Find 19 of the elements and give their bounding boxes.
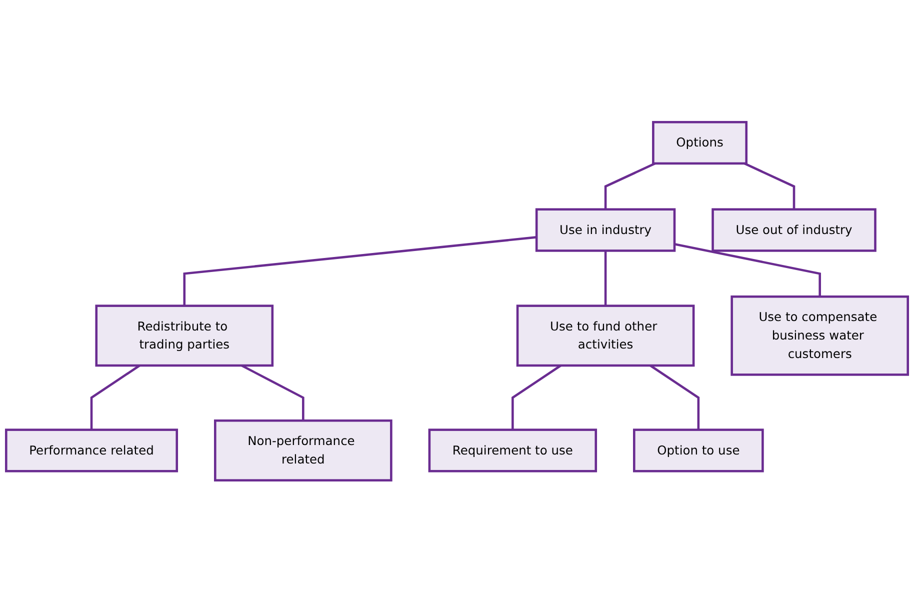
connector <box>650 364 700 430</box>
node-box: Use in industry <box>535 208 676 252</box>
node-box: Non-performance related <box>214 420 392 482</box>
connector <box>512 364 562 430</box>
connector <box>604 162 656 210</box>
node-box: Performance related <box>5 428 178 473</box>
connector <box>744 162 796 210</box>
node-box: Use out of industry <box>712 208 876 252</box>
connector <box>90 364 140 430</box>
connector <box>674 243 821 297</box>
node-box: Option to use <box>633 428 764 473</box>
node-box: Options <box>652 121 748 165</box>
connector <box>183 236 537 306</box>
connector <box>604 250 607 306</box>
node-box: Use to compensate business water customers <box>730 296 909 376</box>
node-box: Use to fund other activities <box>516 304 695 367</box>
connector <box>241 364 304 421</box>
node-box: Requirement to use <box>428 428 598 473</box>
node-box: Redistribute to trading parties <box>95 304 274 367</box>
